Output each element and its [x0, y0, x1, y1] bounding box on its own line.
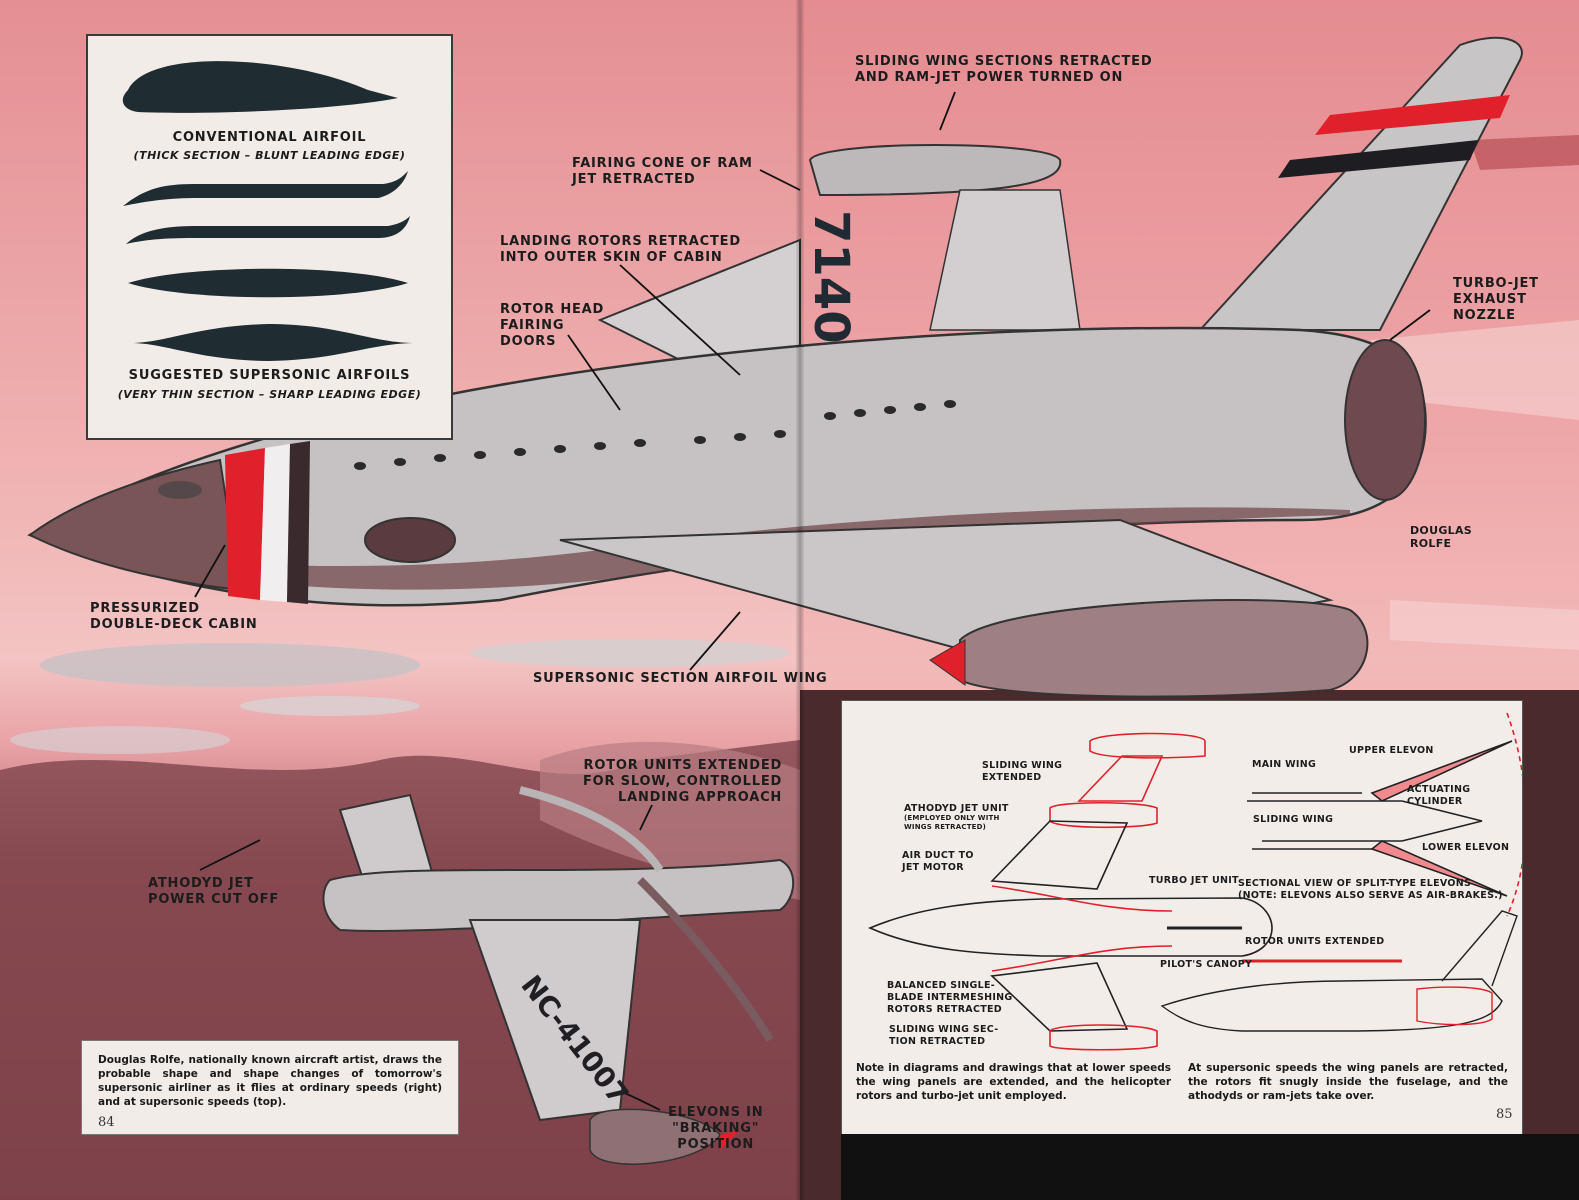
diagram-note-left: Note in diagrams and drawings that at lo…: [856, 1062, 1171, 1102]
plan-air-duct-upper: [991, 885, 1173, 912]
callout-rotor-units-extended: ROTOR UNITS EXTENDED FOR SLOW, CONTROLLE…: [583, 758, 783, 805]
plan-fuselage: [867, 897, 1273, 957]
tail-number-top: 7140: [803, 210, 859, 344]
artist-signature: DOUGLAS ROLFE: [1410, 524, 1472, 550]
plan-lower-wing: [990, 962, 1129, 1032]
nose-stripe-white: [260, 444, 290, 602]
callout-athodyd-cut-off: ATHODYD JET POWER CUT OFF: [148, 876, 280, 907]
page-number-right: 85: [1496, 1107, 1513, 1122]
label-main-wing: MAIN WING: [1252, 759, 1317, 770]
plan-air-duct-lower: [991, 945, 1173, 972]
small-jet-pod-cone: [720, 1130, 740, 1150]
plan-athodyd-upper: [1049, 801, 1158, 829]
callout-pressurized-cabin: PRESSURIZED DOUBLE-DECK CABIN: [90, 601, 258, 632]
label-turbo-jet-unit: TURBO JET UNIT: [1149, 875, 1239, 886]
page-bottom-bar: [841, 1134, 1579, 1200]
diagram-note-right: At supersonic speeds the wing panels are…: [1188, 1062, 1508, 1102]
upper-wing-pylon: [929, 189, 1081, 331]
callout-turbo-jet-nozzle: TURBO-JET EXHAUST NOZZLE: [1453, 276, 1539, 323]
lower-elevon: [1370, 840, 1508, 897]
page-number-left: 84: [98, 1115, 115, 1130]
upper-elevon: [1370, 740, 1513, 802]
cloud: [470, 639, 790, 667]
elevon-section: [1247, 712, 1522, 917]
label-pilots-canopy: PILOT'S CANOPY: [1160, 959, 1253, 970]
tail-stripe-black: [1278, 140, 1478, 178]
cloud: [10, 726, 230, 754]
supersonic-airfoil-4: [133, 324, 413, 361]
page-gutter: [796, 0, 804, 1200]
label-elevon-section-title: SECTIONAL VIEW OF SPLIT-TYPE ELEVONS: [1238, 878, 1472, 889]
supersonic-airfoil-title: SUGGESTED SUPERSONIC AIRFOILS: [128, 368, 411, 383]
label-rotor-units-extended: ROTOR UNITS EXTENDED: [1245, 936, 1385, 947]
cabin-windows: [354, 400, 956, 470]
side-engine: [1416, 986, 1493, 1026]
callout-fairing-cone: FAIRING CONE OF RAM JET RETRACTED: [572, 156, 753, 187]
plan-upper-wing: [990, 820, 1129, 890]
airfoil-shapes: [122, 61, 413, 361]
airfoil-comparison-panel: CONVENTIONAL AIRFOIL (THICK SECTION – BL…: [86, 34, 453, 440]
side-view: [1160, 910, 1518, 1032]
callout-supersonic-wing: SUPERSONIC SECTION AIRFOIL WING: [533, 671, 828, 686]
ram-jet-cone: [929, 639, 966, 686]
side-tail: [1441, 910, 1518, 987]
nose-stripe-dark: [287, 441, 310, 604]
plan-athodyd-lower: [1049, 1024, 1158, 1051]
side-fuselage: [1160, 978, 1503, 1032]
exhaust-nozzle: [1344, 339, 1426, 501]
conventional-airfoil-subtitle: (THICK SECTION – BLUNT LEADING EDGE): [133, 149, 406, 162]
diagram-panel: SLIDING WING EXTENDED ATHODYD JET UNIT (…: [841, 700, 1523, 1136]
exhaust-streak: [1470, 135, 1579, 170]
small-jet-pod: [589, 1108, 721, 1165]
label-sliding-wing-retracted: SLIDING WING SEC- TION RETRACTED: [889, 1024, 999, 1047]
label-elevon-section-note: (NOTE: ELEVONS ALSO SERVE AS AIR-BRAKES.…: [1238, 890, 1503, 901]
label-lower-elevon: LOWER ELEVON: [1422, 842, 1510, 853]
air-intake: [364, 517, 456, 563]
tail-stripe-red: [1315, 95, 1510, 135]
label-athodyd-note: (EMPLOYED ONLY WITH WINGS RETRACTED): [904, 814, 1000, 831]
label-actuating-cylinder: ACTUATING CYLINDER: [1407, 784, 1471, 807]
storm-cloud: [540, 741, 800, 900]
exhaust-streak: [1390, 600, 1579, 650]
callout-rotor-head-doors: ROTOR HEAD FAIRING DOORS: [500, 302, 605, 349]
supersonic-airfoil-subtitle: (VERY THIN SECTION – SHARP LEADING EDGE): [117, 388, 422, 401]
ram-jet-pod: [808, 144, 1062, 197]
conventional-airfoil-title: CONVENTIONAL AIRFOIL: [172, 130, 367, 145]
lower-ram-jet: [959, 599, 1369, 698]
supersonic-airfoil-1: [123, 171, 408, 206]
nose-stripe-red: [225, 448, 265, 600]
rotor-blade: [637, 877, 774, 1043]
caption-text-left: Douglas Rolfe, nationally known aircraft…: [98, 1054, 442, 1108]
label-upper-elevon: UPPER ELEVON: [1349, 745, 1434, 756]
cockpit-canopy: [158, 481, 202, 499]
label-balanced-rotors: BALANCED SINGLE- BLADE INTERMESHING ROTO…: [887, 980, 1013, 1015]
airbrake-arc: [1506, 712, 1522, 917]
plan-view: [867, 732, 1273, 1051]
cloud: [40, 643, 420, 687]
label-air-duct: AIR DUCT TO JET MOTOR: [902, 850, 974, 873]
plan-upper-wing-extended: [1077, 755, 1164, 802]
supersonic-airfoil-3: [128, 268, 408, 298]
label-sliding-wing-extended: SLIDING WING EXTENDED: [982, 760, 1063, 783]
caption-box-left: Douglas Rolfe, nationally known aircraft…: [81, 1040, 459, 1135]
conventional-airfoil-shape: [122, 61, 398, 113]
nose-cone: [28, 458, 242, 592]
callout-sliding-wing-sections: SLIDING WING SECTIONS RETRACTED AND RAM-…: [855, 54, 1153, 85]
technical-diagrams: [867, 712, 1522, 1051]
label-sliding-wing: SLIDING WING: [1253, 814, 1334, 825]
label-athodyd-unit: ATHODYD JET UNIT: [904, 803, 1009, 814]
supersonic-airfoil-2: [126, 216, 410, 244]
plan-upper-pod: [1089, 732, 1206, 759]
callout-elevons-braking: ELEVONS IN "BRAKING" POSITION: [668, 1105, 764, 1152]
rotor-blade: [519, 786, 664, 873]
callout-landing-rotors: LANDING ROTORS RETRACTED INTO OUTER SKIN…: [500, 234, 741, 265]
cloud: [240, 696, 420, 716]
